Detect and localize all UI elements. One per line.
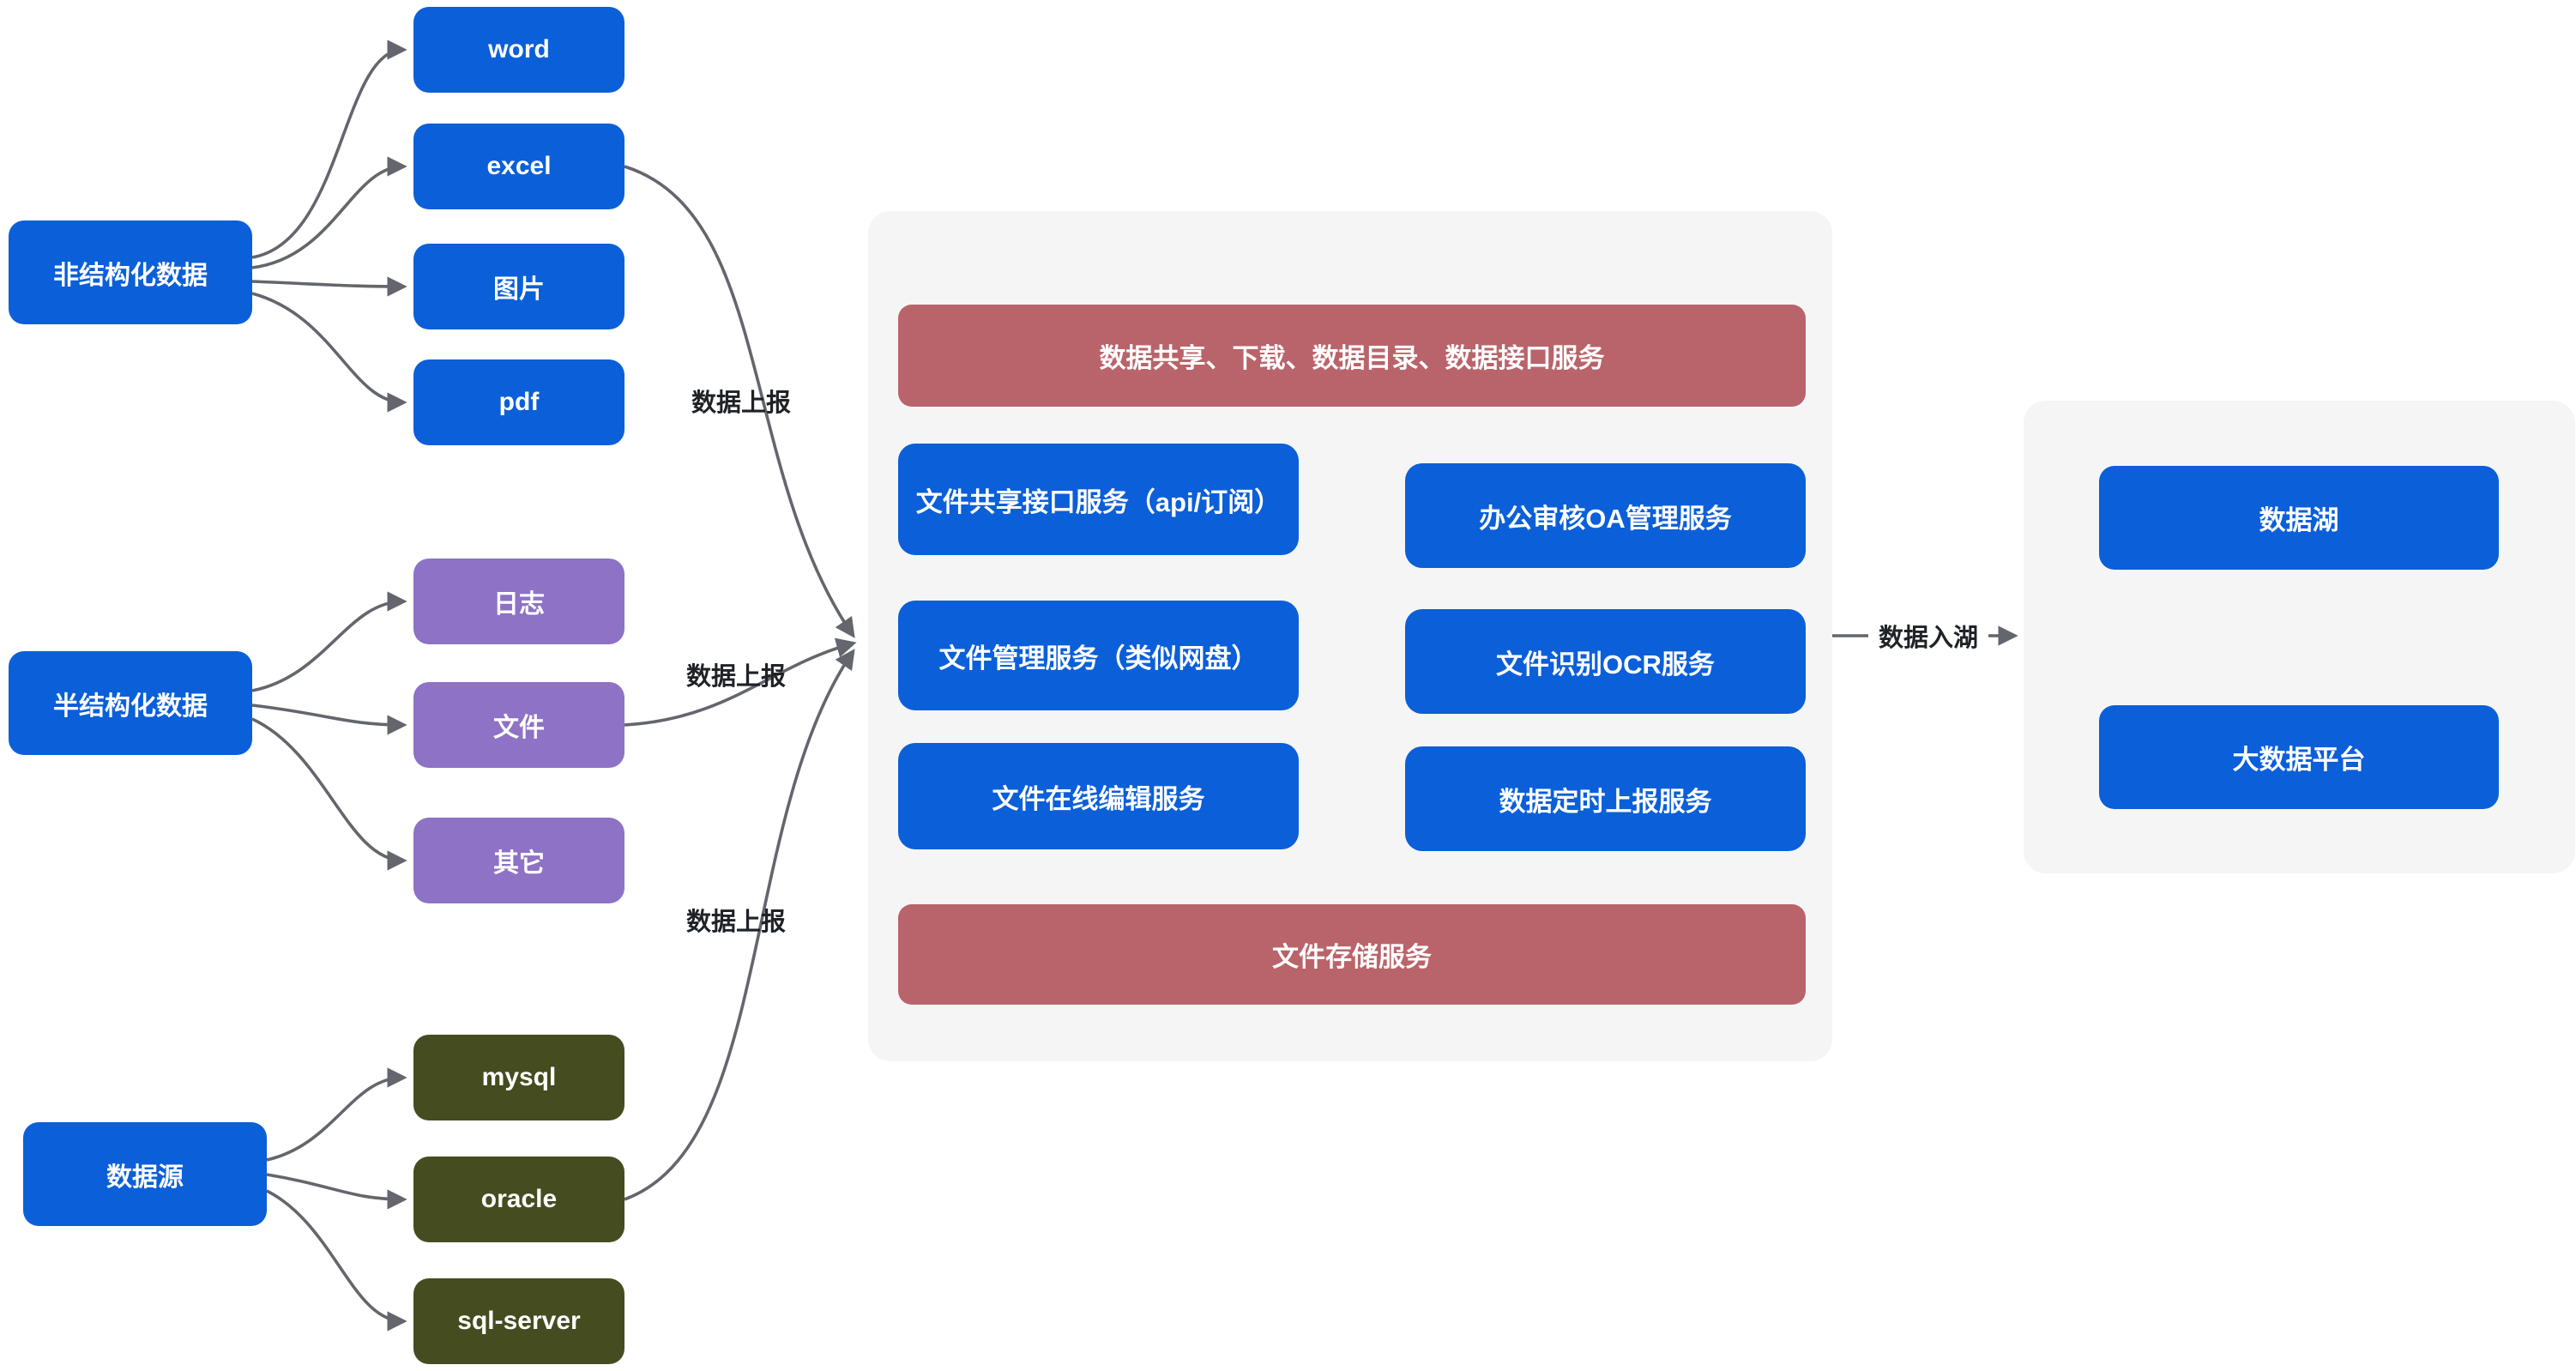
node-excel: excel [413,124,624,209]
node-file: 文件 [413,682,624,768]
svc-file-management: 文件管理服务（类似网盘） [898,601,1299,710]
node-datasource: 数据源 [23,1122,267,1226]
node-other: 其它 [413,818,624,903]
svc-ocr-recognition: 文件识别OCR服务 [1405,609,1806,714]
edge-label-into-lake: 数据入湖 [1878,625,1979,652]
node-pdf: pdf [413,359,624,445]
node-oracle: oracle [413,1157,624,1242]
edge-label-upload-top: 数据上报 [691,390,792,417]
node-semi-structured-data: 半结构化数据 [9,651,252,755]
svc-file-share-api: 文件共享接口服务（api/订阅） [898,444,1299,555]
node-sqlserver: sql-server [413,1278,624,1364]
node-datalake: 数据湖 [2099,466,2499,570]
edge-label-upload-mid: 数据上报 [685,663,787,691]
bar-file-storage-service: 文件存储服务 [898,904,1806,1005]
node-unstructured-data: 非结构化数据 [9,220,252,324]
svc-timed-reporting: 数据定时上报服务 [1405,746,1806,851]
node-mysql: mysql [413,1035,624,1120]
svc-online-editing: 文件在线编辑服务 [898,743,1299,849]
edge-label-upload-bottom: 数据上报 [685,909,787,936]
node-image: 图片 [413,244,624,329]
svc-oa-management: 办公审核OA管理服务 [1405,463,1806,568]
bar-data-sharing-services: 数据共享、下载、数据目录、数据接口服务 [898,305,1806,407]
node-bigdata-platform: 大数据平台 [2099,705,2499,809]
node-log: 日志 [413,559,624,644]
node-word: word [413,7,624,93]
